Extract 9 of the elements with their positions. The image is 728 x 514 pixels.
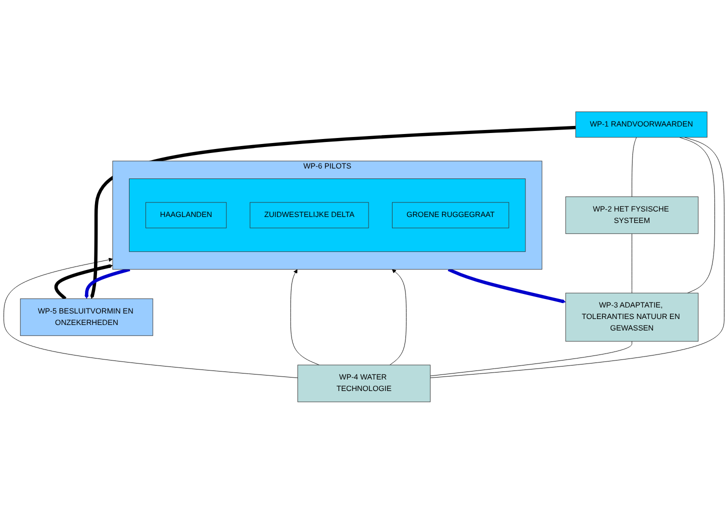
connector [632, 137, 637, 198]
arrow [90, 126, 576, 300]
connector [430, 137, 724, 378]
arrow [448, 268, 566, 304]
cluster [128, 178, 526, 252]
connector [430, 341, 632, 376]
arrow [54, 264, 113, 300]
arrow [84, 268, 130, 300]
connector [679, 137, 715, 294]
